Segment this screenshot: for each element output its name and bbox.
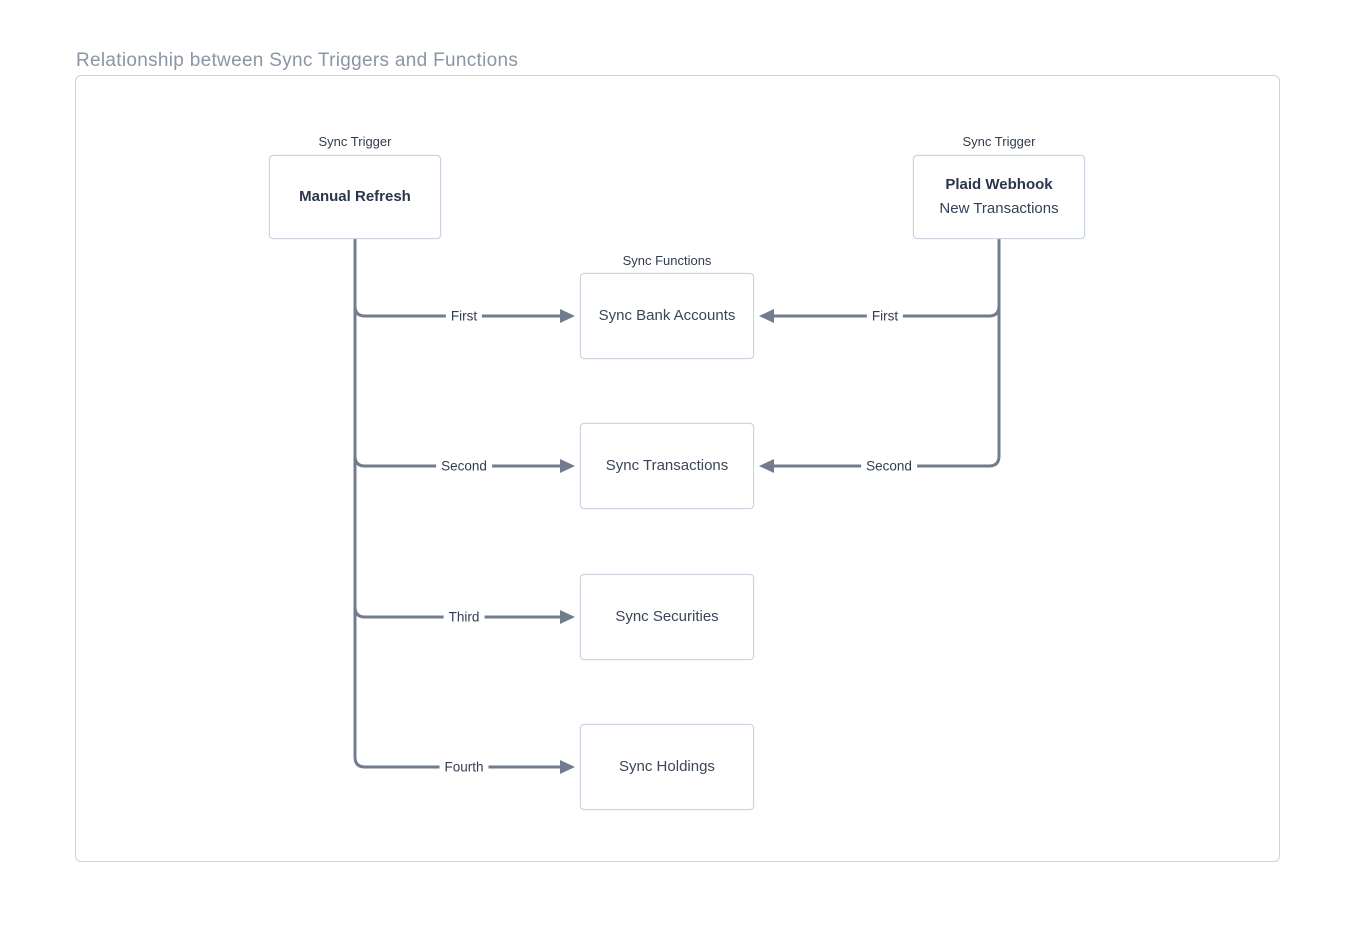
edge-label-plaid-second: Second	[861, 457, 917, 475]
function-node-label: Sync Holdings	[619, 758, 715, 775]
connector-plaid-trunk	[773, 239, 1001, 468]
edge-label-manual-second: Second	[436, 457, 492, 475]
connector-manual-trunk	[353, 239, 561, 769]
function-node-label: Sync Bank Accounts	[598, 307, 736, 324]
connector-manual-first	[353, 305, 561, 318]
arrowhead-plaid-first	[759, 309, 774, 323]
function-node-label: Sync Transactions	[605, 457, 729, 474]
function-node-sync-holdings: Sync Holdings	[580, 724, 754, 810]
edge-label-plaid-first: First	[866, 307, 904, 325]
connector-manual-second	[353, 455, 561, 468]
edge-label-manual-third: Third	[443, 608, 485, 626]
function-node-sync-securities: Sync Securities	[580, 574, 754, 660]
function-node-label: Sync Securities	[615, 608, 719, 625]
connector-manual-third	[353, 606, 561, 619]
group-label-sync-functions: Sync Functions	[622, 253, 712, 268]
edge-label-manual-fourth: Fourth	[439, 758, 489, 776]
group-label-sync-trigger-left: Sync Trigger	[318, 134, 392, 149]
trigger-node-manual-refresh: Manual Refresh	[269, 155, 441, 239]
connector-lines	[353, 239, 1001, 774]
trigger-node-title: Manual Refresh	[299, 188, 411, 205]
page-title: Relationship between Sync Triggers and F…	[76, 50, 519, 71]
edge-label-manual-first: First	[445, 307, 483, 325]
function-node-sync-transactions: Sync Transactions	[580, 423, 754, 509]
arrowhead-manual-first	[560, 309, 575, 323]
trigger-node-plaid-webhook: Plaid Webhook New Transactions	[913, 155, 1085, 239]
arrowhead-manual-second	[560, 459, 575, 473]
connector-plaid-first	[773, 305, 1001, 318]
trigger-node-subtitle: New Transactions	[939, 200, 1059, 217]
arrowhead-plaid-second	[759, 459, 774, 473]
arrowhead-manual-fourth	[560, 760, 575, 774]
trigger-node-title: Plaid Webhook	[945, 176, 1053, 193]
diagram-canvas: Sync Trigger Sync Trigger Sync Functions…	[75, 75, 1280, 862]
arrowhead-manual-third	[560, 610, 575, 624]
function-node-sync-bank-accounts: Sync Bank Accounts	[580, 273, 754, 359]
group-label-sync-trigger-right: Sync Trigger	[962, 134, 1036, 149]
